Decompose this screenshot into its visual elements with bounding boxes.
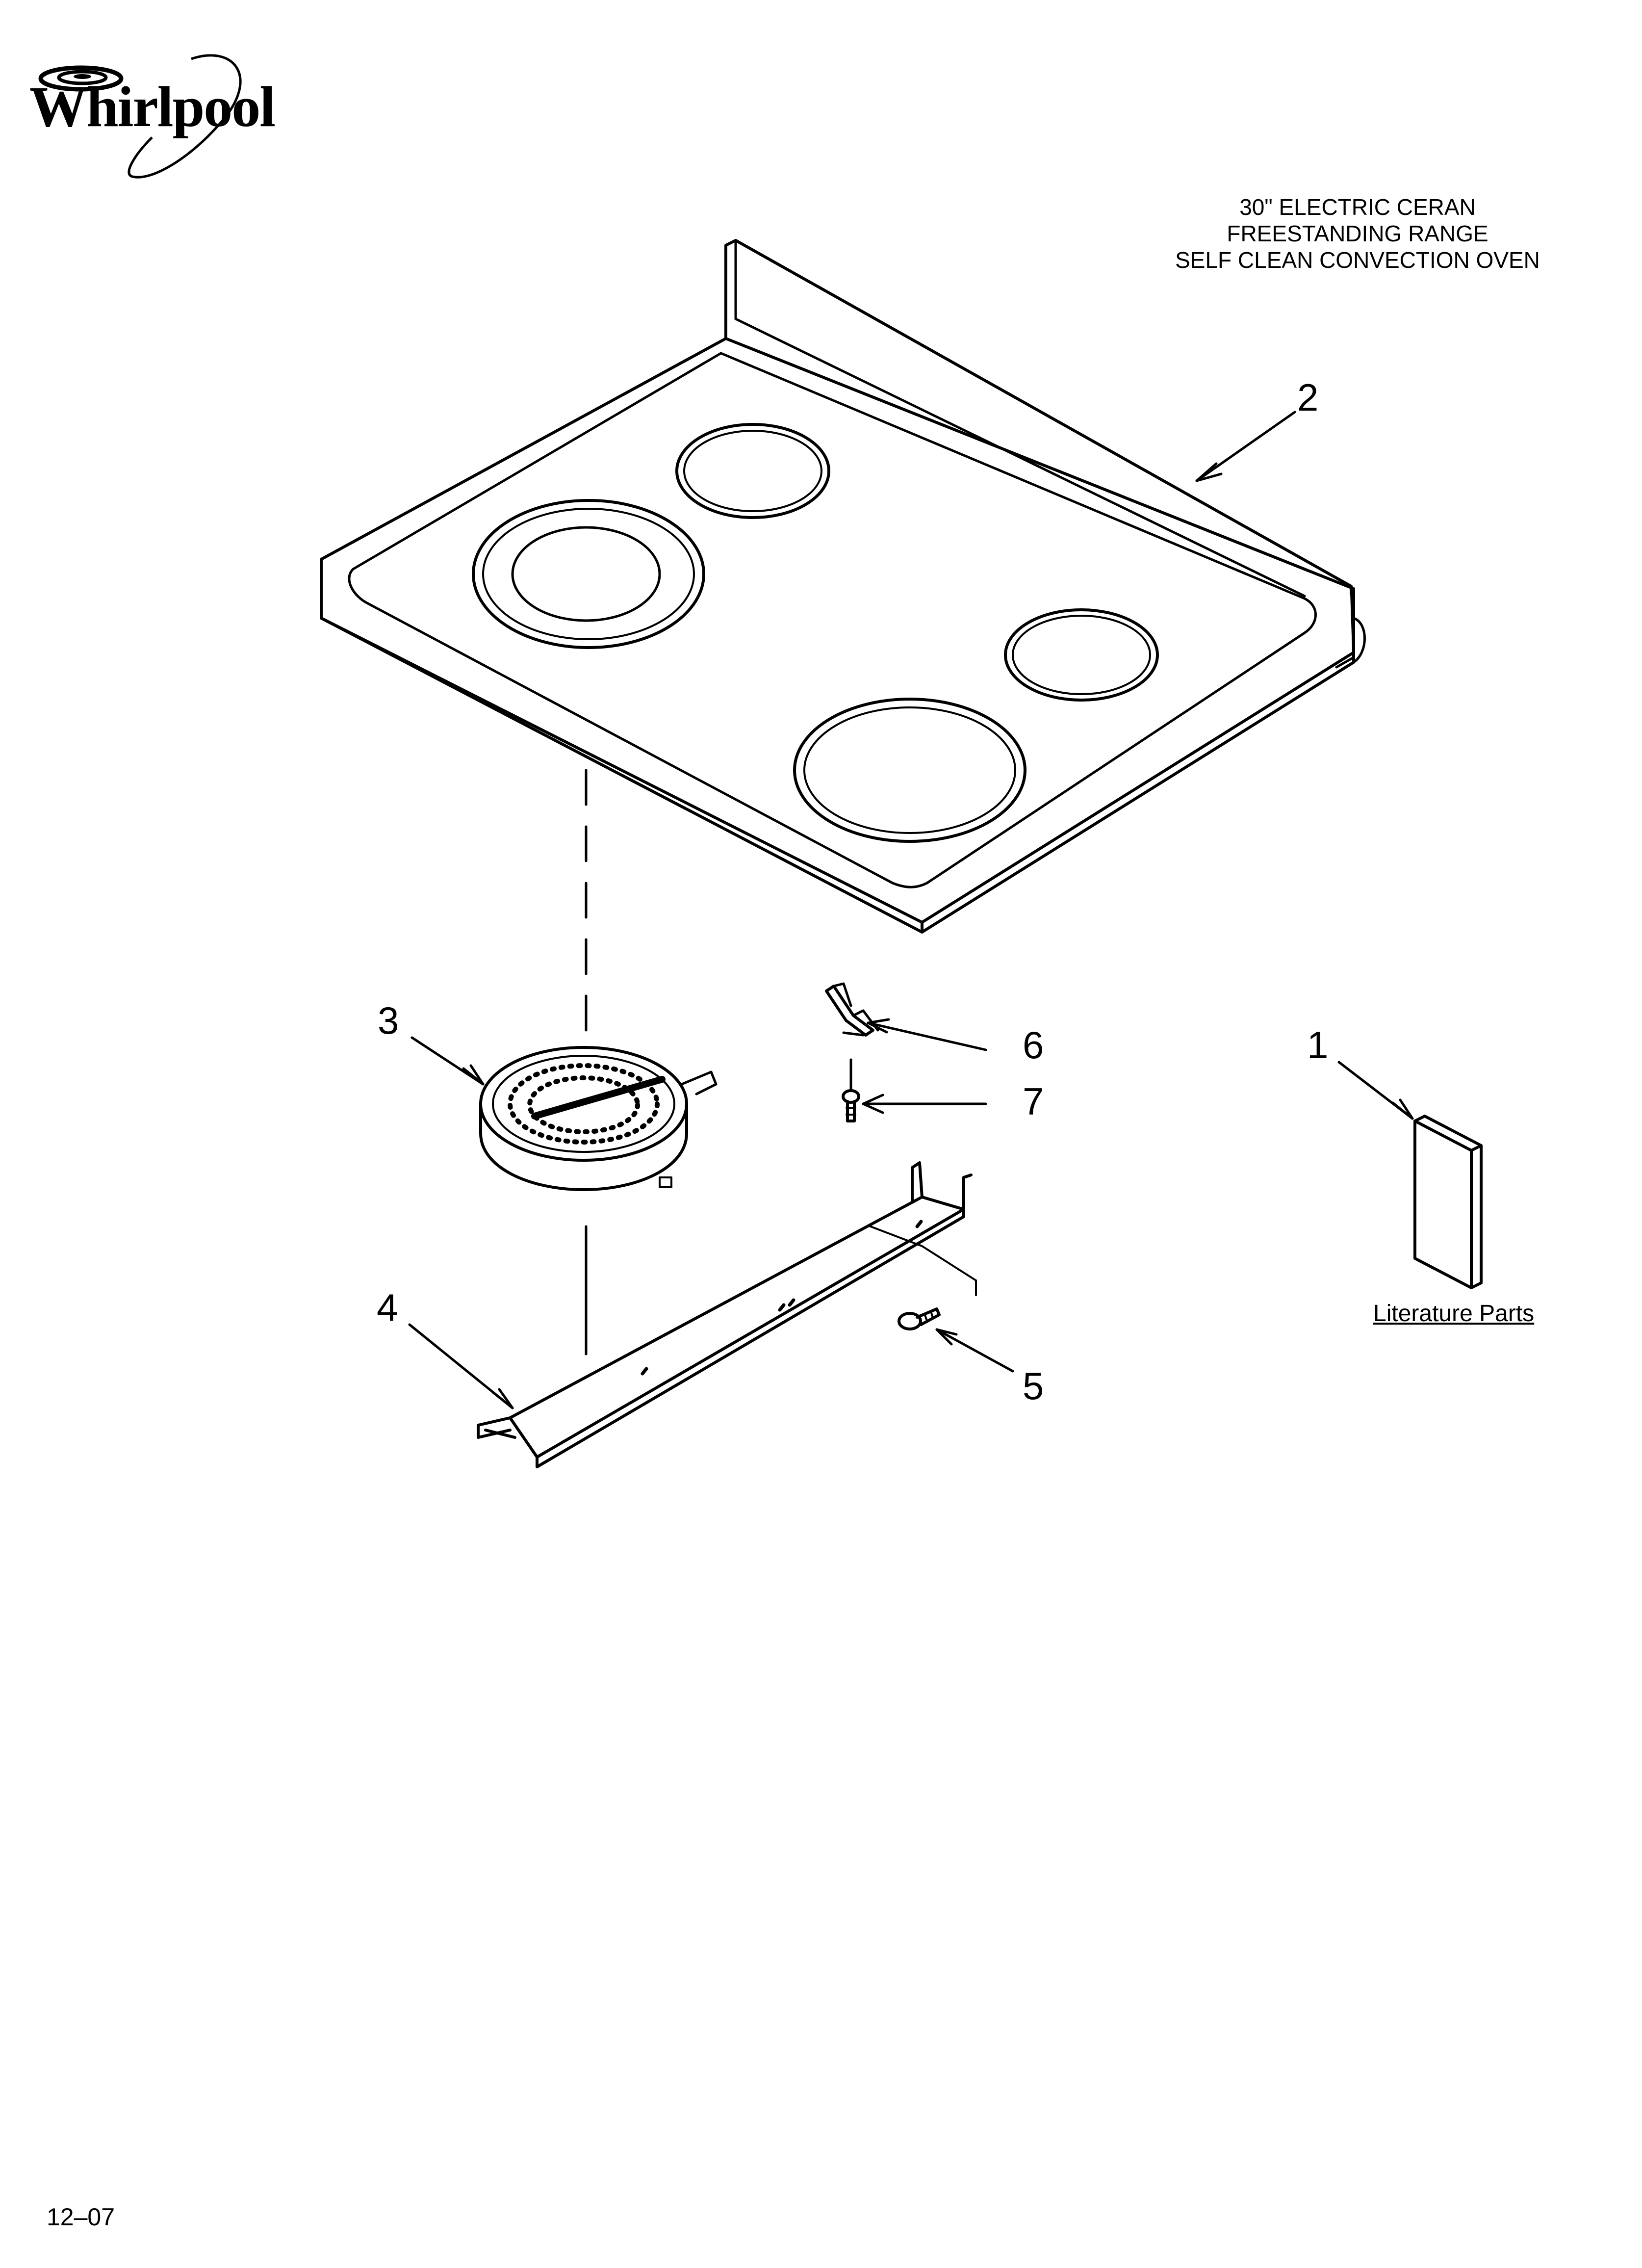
title-line-1: 30" ELECTRIC CERAN: [1239, 194, 1476, 220]
title-line-2: FREESTANDING RANGE: [1227, 221, 1488, 246]
callout-2: 2: [1297, 376, 1319, 419]
title-line-3: SELF CLEAN CONVECTION OVEN: [1175, 247, 1540, 273]
model-title: 30" ELECTRIC CERAN FREESTANDING RANGE SE…: [1137, 194, 1578, 273]
radiant-surface-element: [479, 1046, 718, 1191]
whirlpool-logo: [38, 54, 242, 179]
clip-6: [825, 982, 879, 1037]
brand-wordmark: Whirlpool: [29, 75, 276, 139]
leader-lines: [408, 411, 1414, 1409]
element-support-bracket: [477, 1161, 977, 1468]
callout-7: 7: [1023, 1080, 1044, 1123]
literature-booklet: [1413, 1115, 1483, 1289]
callout-6: 6: [1023, 1023, 1044, 1067]
date-code: 12–07: [47, 2203, 115, 2231]
screw-5: [898, 1307, 941, 1330]
cooktop-assembly: [320, 239, 1366, 934]
burner-right-rear: [1004, 608, 1159, 702]
callout-4: 4: [377, 1286, 398, 1329]
burner-right-front: [793, 698, 1026, 843]
burner-left-rear: [675, 423, 830, 519]
screw-7: [842, 1058, 860, 1122]
literature-parts-label: Literature Parts: [1373, 1301, 1535, 1327]
callout-5: 5: [1023, 1364, 1044, 1408]
callout-1: 1: [1307, 1023, 1329, 1067]
callout-3: 3: [378, 999, 399, 1042]
burner-left-front: [472, 499, 705, 649]
